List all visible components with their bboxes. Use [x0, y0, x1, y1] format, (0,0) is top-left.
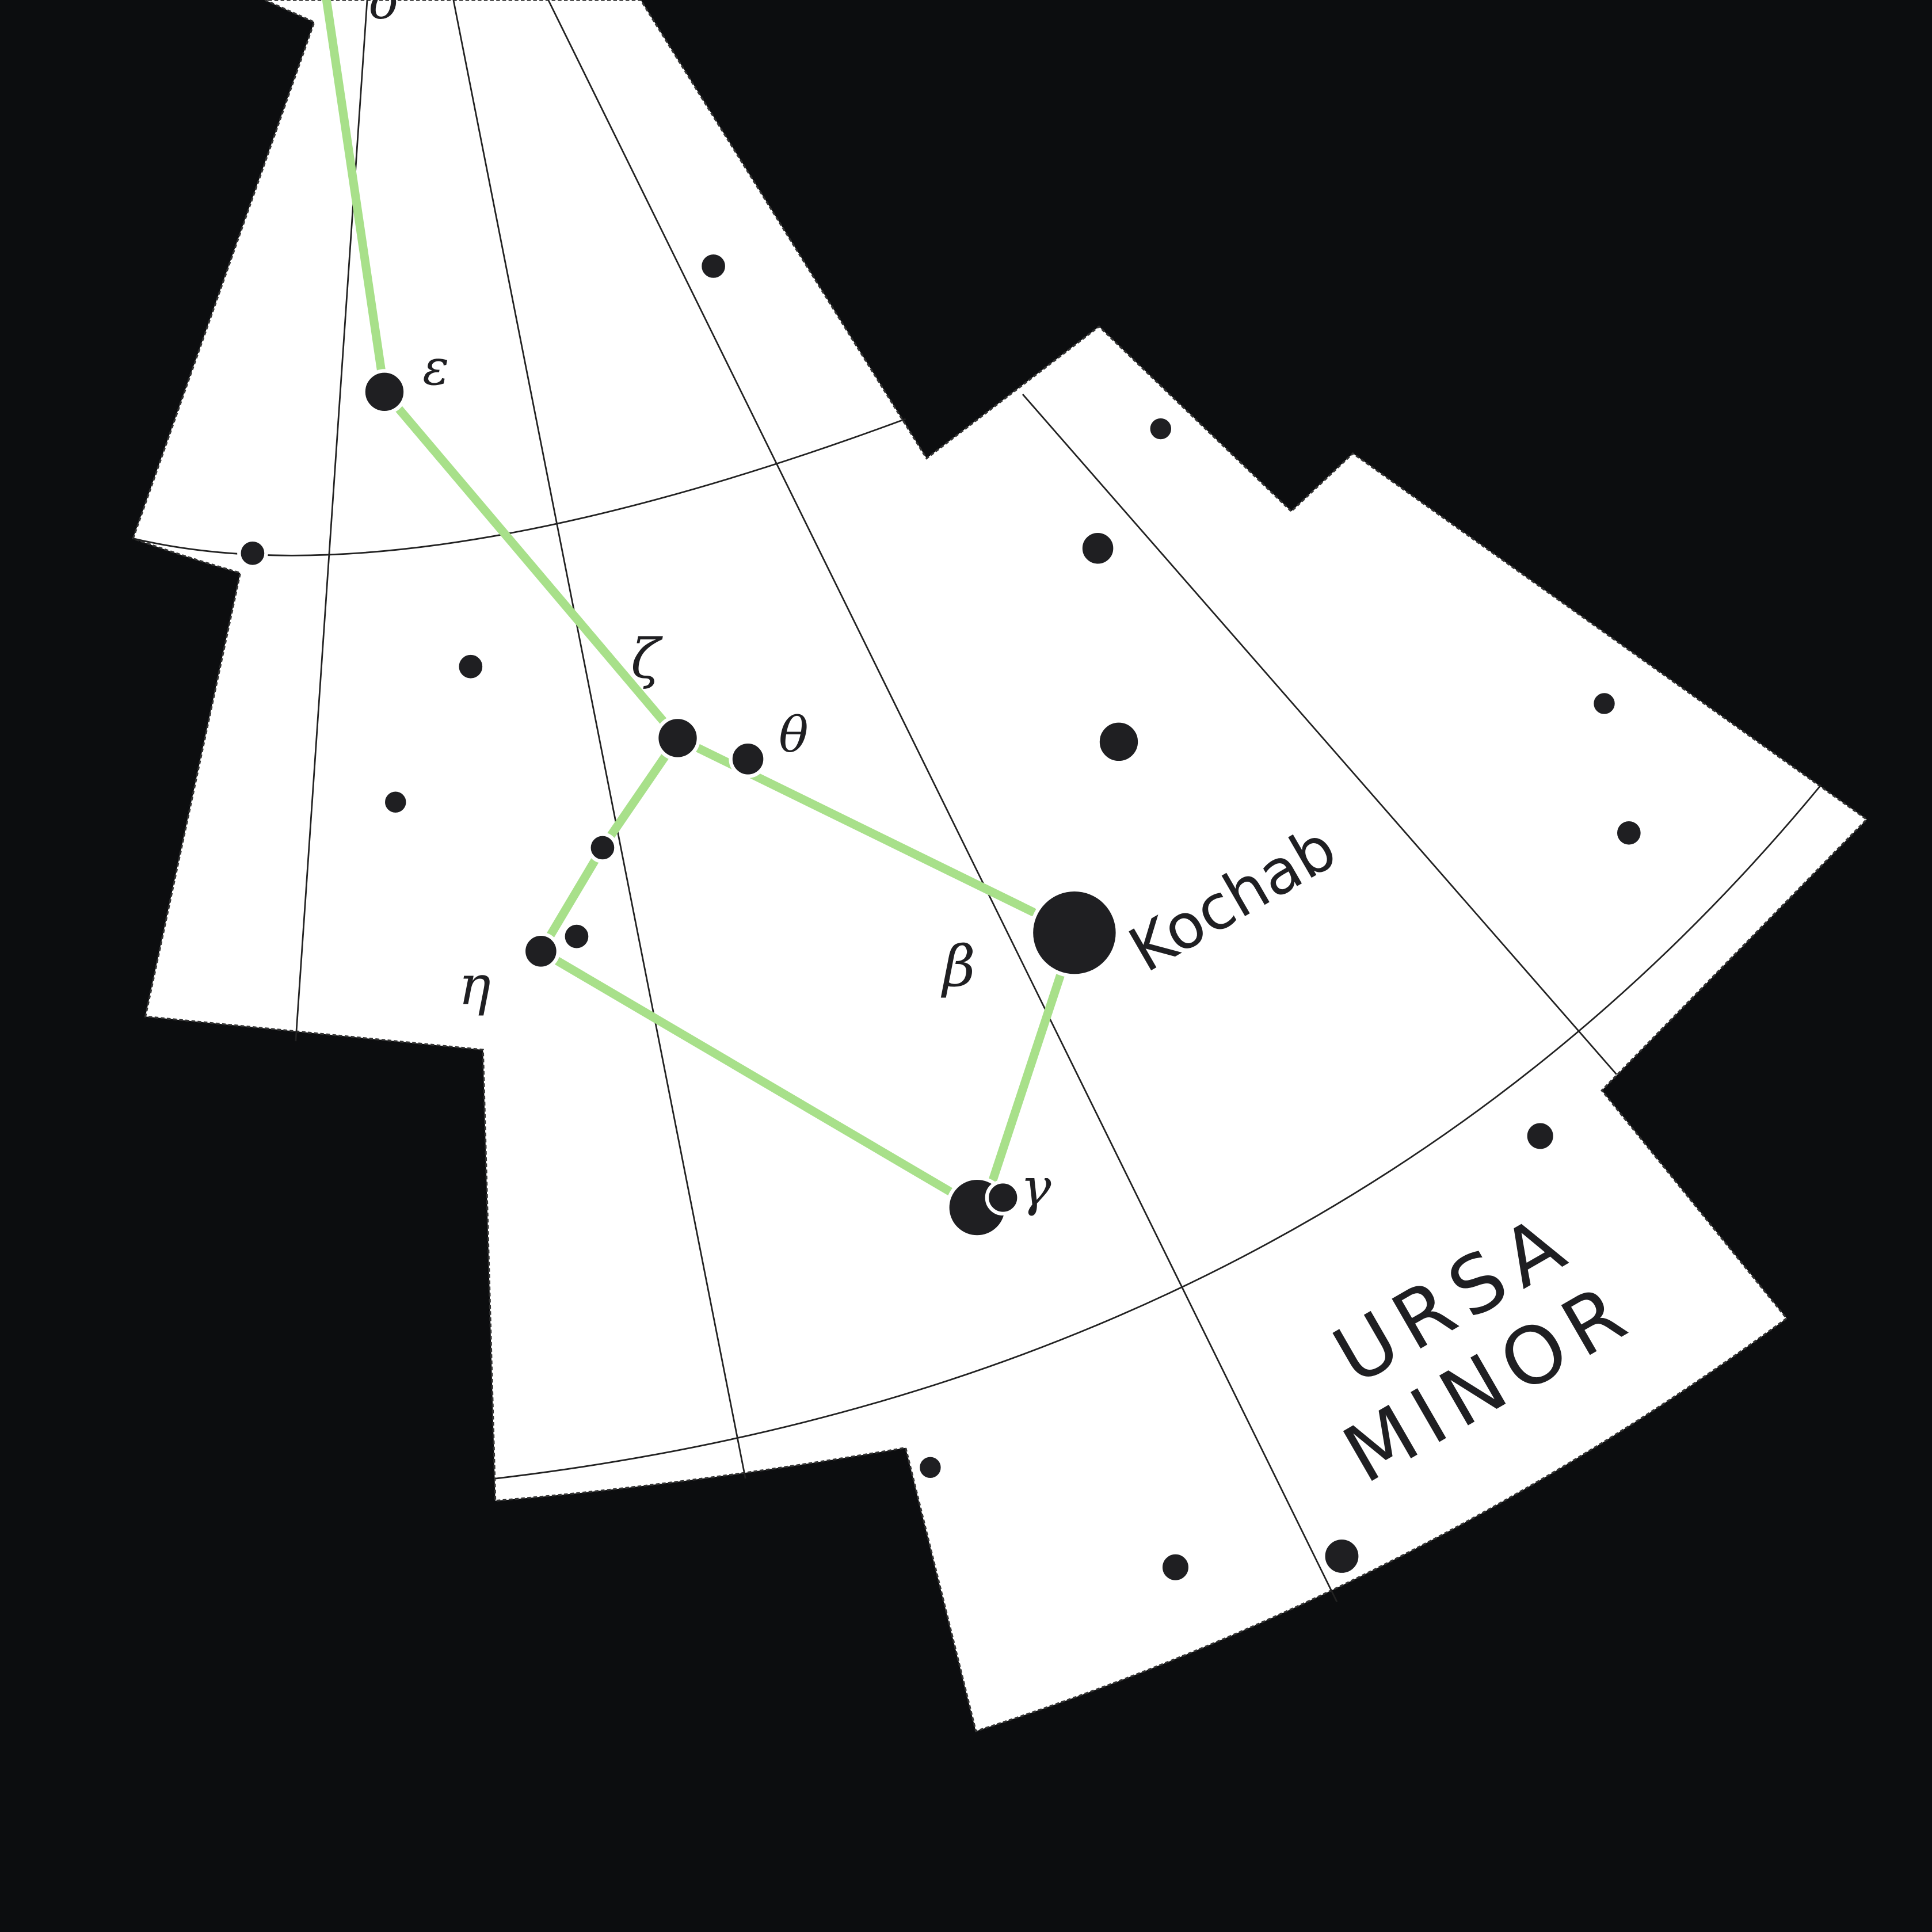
label-delta: δ	[369, 0, 399, 31]
star	[698, 250, 729, 282]
label-epsilon: ε	[422, 340, 449, 397]
star	[1523, 1119, 1557, 1153]
star-eta	[521, 932, 561, 970]
label-theta: θ	[779, 707, 809, 764]
star	[1590, 689, 1619, 718]
star-theta	[729, 740, 767, 779]
star	[455, 651, 486, 683]
label-eta: η	[458, 955, 490, 1018]
label-beta: β	[940, 934, 975, 1000]
star	[1146, 414, 1175, 443]
star	[381, 788, 410, 817]
star	[237, 538, 268, 569]
star-kochab	[1029, 887, 1120, 978]
star	[1079, 529, 1117, 567]
star	[587, 832, 618, 863]
star	[1159, 1550, 1192, 1584]
label-gamma: γ	[1020, 1158, 1051, 1218]
label-zeta: ζ	[631, 628, 663, 691]
star	[1613, 817, 1645, 849]
star	[985, 1179, 1021, 1216]
star	[916, 1453, 945, 1482]
star	[1321, 1535, 1362, 1577]
stars	[237, 250, 1645, 1584]
star-zeta	[654, 715, 701, 761]
star	[561, 921, 592, 952]
constellation-region	[132, 0, 1868, 1733]
star-epsilon	[361, 369, 407, 415]
star	[1096, 719, 1142, 765]
